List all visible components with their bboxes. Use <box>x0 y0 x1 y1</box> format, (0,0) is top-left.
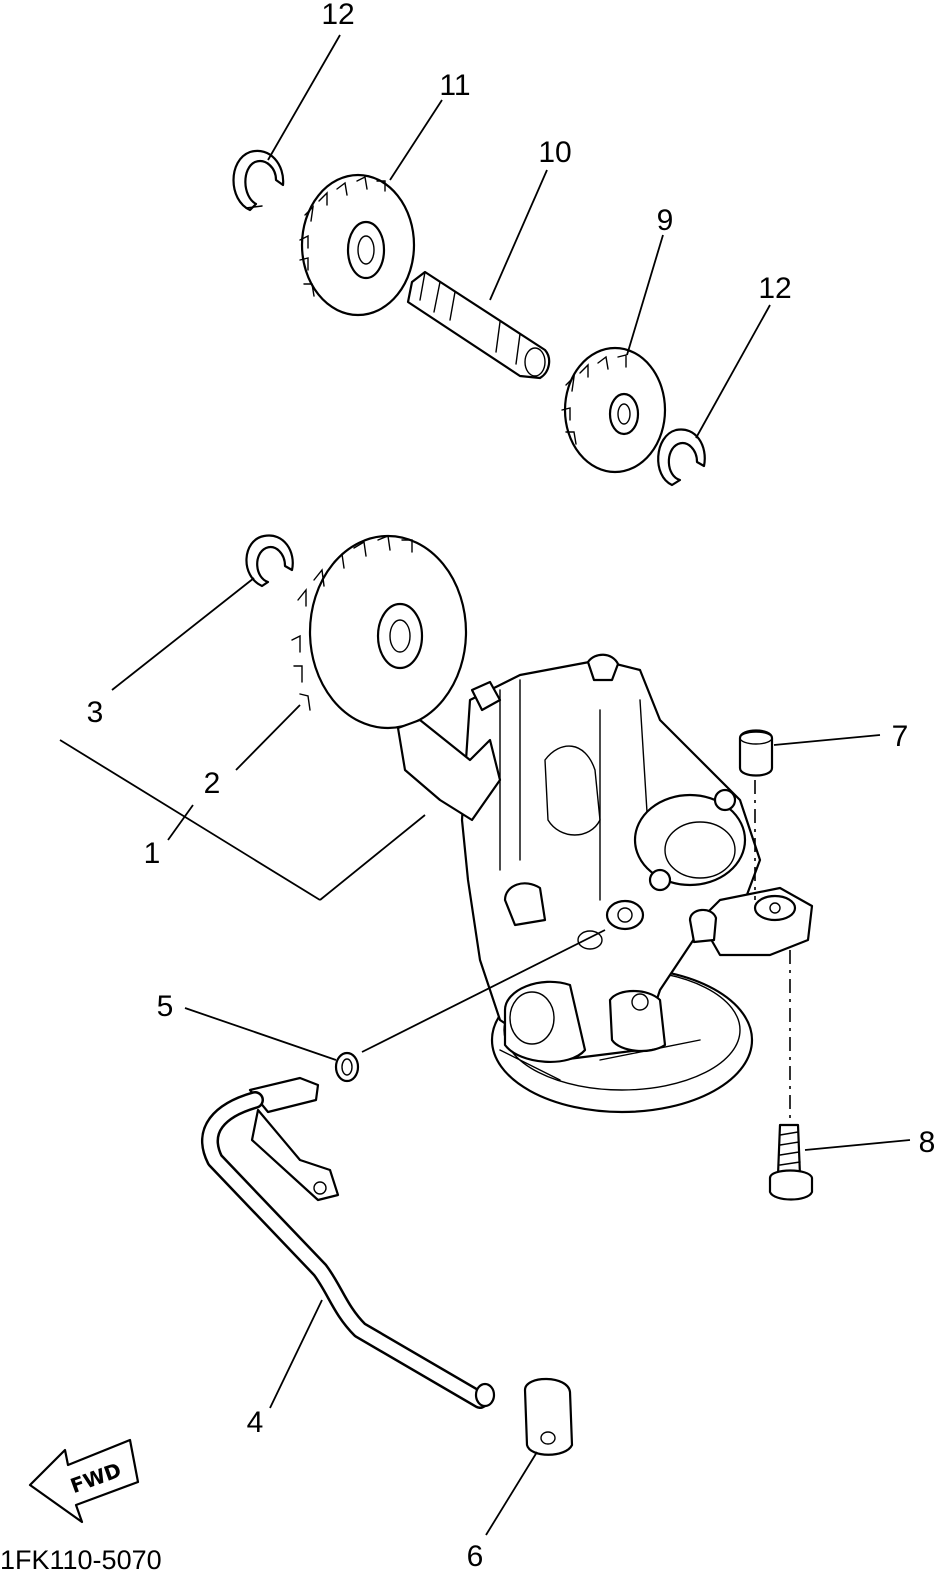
gear-11 <box>299 173 416 317</box>
gear-9 <box>561 346 667 474</box>
callout-12-top: 12 <box>321 0 354 31</box>
circlip-12-top <box>232 149 285 212</box>
pipe-4 <box>201 1076 496 1409</box>
leader-lines <box>59 34 911 1536</box>
callout-11: 11 <box>439 69 470 102</box>
callout-2: 2 <box>204 767 221 800</box>
oil-pump-assembly <box>396 653 814 1114</box>
drawing-code: 1FK110-5070 <box>0 1545 162 1575</box>
circlip-3 <box>245 534 294 588</box>
collar-7 <box>738 729 774 777</box>
cap-6 <box>523 1377 574 1456</box>
gear-2 <box>291 534 468 730</box>
callout-8: 8 <box>919 1126 936 1159</box>
callout-10: 10 <box>538 136 571 169</box>
bolt-8 <box>768 1123 814 1201</box>
callout-5: 5 <box>157 990 174 1023</box>
callout-7: 7 <box>892 720 909 753</box>
callouts: 12 11 10 9 12 3 2 1 7 5 8 4 6 <box>87 0 936 1573</box>
callout-4: 4 <box>247 1406 264 1439</box>
callout-6: 6 <box>467 1540 484 1573</box>
circlip-12-right <box>657 428 706 487</box>
shaft-10 <box>406 270 551 380</box>
o-ring-5 <box>334 1051 360 1083</box>
callout-9: 9 <box>657 204 674 237</box>
callout-3: 3 <box>87 696 104 729</box>
fwd-arrow-icon: FWD <box>28 1438 140 1524</box>
callout-1: 1 <box>144 837 161 870</box>
callout-12-right: 12 <box>758 272 791 305</box>
